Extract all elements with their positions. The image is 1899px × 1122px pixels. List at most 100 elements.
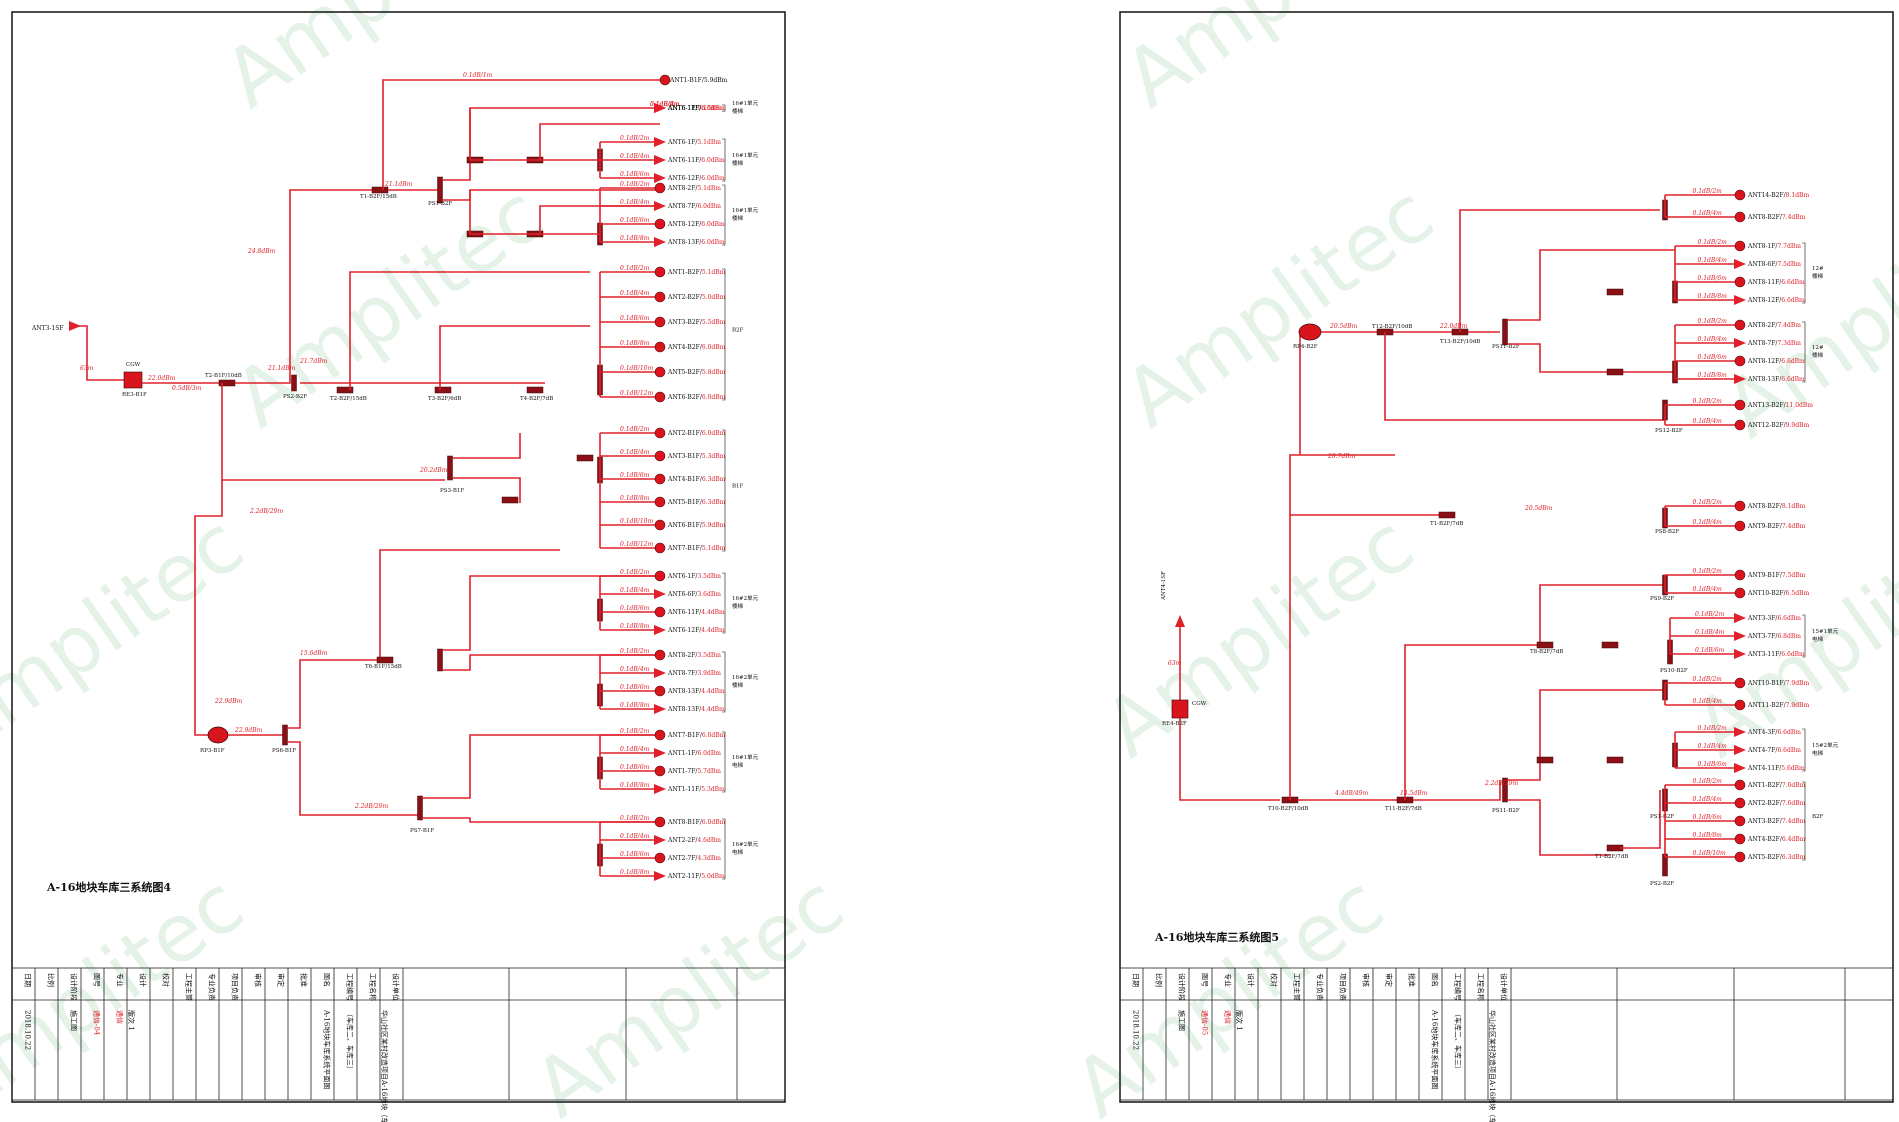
cable-loss-label: 0.1dB/8m	[620, 623, 650, 630]
power-label: 22.9dBm	[214, 698, 243, 705]
antenna-label: ANT1-B2F/7.0dBm	[1747, 782, 1806, 789]
antenna-power: 5.0dBm	[702, 294, 726, 301]
sheet-system-4: A-16地块车库三系统图4日期比例设计阶段图号专业设计校对工程主管专业负责项目负…	[11, 11, 786, 1122]
antenna-power: 7.4dBm	[1782, 523, 1806, 530]
titleblock-header: 图号	[1201, 973, 1209, 987]
titleblock-project-name: 华山社区某村改造项目A-16地块（车库二、车库三）	[380, 1010, 389, 1122]
cable-loss-label: 0.1dB/4m	[1698, 257, 1728, 264]
titleblock-header: 校对	[1270, 973, 1279, 987]
antenna-power: 6.6dBm	[1781, 279, 1805, 286]
cable-loss-label: 0.1dB/6m	[1695, 647, 1725, 654]
directional-antenna-icon	[654, 871, 666, 881]
cable-length-label: 63m	[1168, 660, 1182, 667]
antenna-id: ANT8-B1F/	[667, 819, 703, 826]
titleblock-frame	[11, 967, 786, 1101]
watermark-text: Amplitec	[1058, 857, 1400, 1122]
directional-antenna-icon	[1734, 295, 1746, 305]
coupler-icon	[501, 496, 519, 504]
omni-antenna-icon	[659, 74, 671, 86]
antenna-id: ANT4-11F/	[1747, 765, 1782, 772]
device-label: PS11-B2F	[1492, 808, 1520, 814]
directional-antenna-icon	[654, 589, 666, 599]
splitter-icon	[1502, 777, 1508, 803]
antenna-label: ANT10-B1F/7.9dBm	[1747, 680, 1809, 687]
antenna-id: ANT8-13F/	[1747, 376, 1782, 383]
directional-antenna-icon	[654, 201, 666, 211]
watermark-text: Amplitec	[208, 0, 550, 126]
antenna-power: 7.9dBm	[1786, 702, 1810, 709]
antenna-id: ANT1-7F/	[667, 768, 698, 775]
titleblock-header: 图名	[323, 973, 332, 987]
omni-antenna-icon	[1734, 815, 1746, 827]
omni-antenna-icon	[654, 496, 666, 508]
coupler-icon	[1606, 368, 1624, 376]
omni-antenna-icon	[654, 816, 666, 828]
titleblock-project-no: （车库二、车库三）	[346, 1010, 355, 1073]
antenna-power: 6.0dBm	[697, 203, 721, 210]
titleblock-header: 批准	[1408, 973, 1417, 987]
antenna-label: ANT5-B1F/6.3dBm	[667, 499, 726, 506]
cable-line	[75, 325, 127, 381]
titleblock-header: 工程主管	[1293, 973, 1302, 1001]
antenna-id: ANT6-6F/	[667, 591, 698, 598]
rru-icon	[207, 726, 229, 744]
cable-loss-label: 0.5dB/3m	[172, 385, 202, 392]
coupler-icon	[1536, 641, 1554, 649]
device-label: T12-B2F/10dB	[1372, 324, 1412, 330]
watermark-text: Amplitec	[1108, 167, 1450, 445]
splitter-icon	[437, 648, 443, 672]
omni-antenna-icon	[1734, 500, 1746, 512]
titleblock-frame	[1119, 967, 1894, 1101]
antenna-id: ANT1-11F/	[667, 786, 702, 793]
cable-line	[288, 741, 418, 816]
antenna-power: 6.3dBm	[702, 499, 726, 506]
antenna-power: 7.5dBm	[1782, 572, 1806, 579]
omni-antenna-icon	[654, 427, 666, 439]
splitter-icon	[282, 724, 288, 746]
antenna-id: ANT1-B2F/	[1747, 782, 1783, 789]
device-label: T3-B2F/6dB	[428, 396, 461, 402]
group-note: 楼梯	[732, 681, 744, 689]
directional-antenna-icon	[654, 155, 666, 165]
antenna-id: ANT8-7F/	[667, 203, 698, 210]
omni-antenna-icon	[1734, 211, 1746, 223]
group-note: 楼梯	[732, 159, 744, 167]
device-label: PS10-B2F	[1660, 668, 1688, 674]
titleblock-project-no: （车库二、车库三）	[1454, 1010, 1463, 1073]
cgw-label: CGW	[1192, 701, 1207, 707]
power-label: 20.7dBm	[1327, 453, 1356, 460]
antenna-label: ANT1-11F/5.3dBm	[667, 786, 725, 793]
antenna-label: ANT3-B2F/7.4dBm	[1747, 818, 1806, 825]
omni-antenna-icon	[654, 729, 666, 741]
antenna-label: ANT8-1F/7.7dBm	[1747, 243, 1801, 250]
antenna-power: 6.6dBm	[1781, 297, 1805, 304]
omni-antenna-icon	[654, 606, 666, 618]
group-note: 电梯	[1812, 749, 1824, 757]
antenna-power: 8.1dBm	[1782, 503, 1806, 510]
group-note: 15#1单元	[1812, 627, 1839, 635]
antenna-label: ANT4-B1F/6.3dBm	[667, 476, 726, 483]
antenna-id: ANT9-B1F/	[1747, 572, 1783, 579]
diagram-title: A-16地块车库三系统图5	[1154, 930, 1279, 944]
antenna-power: 6.0dBm	[701, 175, 725, 182]
antenna-id: ANT1-1F/	[667, 750, 698, 757]
rru-label: RP3-B1F	[200, 748, 225, 754]
antenna-label: ANT3-11F/6.6dBm	[1747, 651, 1805, 658]
coupler-icon	[1536, 756, 1554, 764]
group-note: 楼梯	[732, 602, 744, 610]
group-bracket	[722, 651, 726, 713]
omni-antenna-icon	[1734, 355, 1746, 367]
antenna-label: ANT5-B2F/5.8dBm	[667, 369, 726, 376]
antenna-power: 5.1dBm	[697, 185, 721, 192]
antenna-power: 6.6dBm	[1781, 358, 1805, 365]
coupler-icon	[1606, 756, 1624, 764]
coupler-icon	[1606, 288, 1624, 296]
omni-antenna-icon	[1734, 699, 1746, 711]
antenna-id: ANT6-B2F/	[667, 394, 703, 401]
cable-loss-label: 0.1dB/8m	[1693, 832, 1723, 839]
titleblock-header: 校对	[162, 973, 171, 987]
antenna-id: ANT8-B2F/	[1747, 214, 1783, 221]
omni-antenna-icon	[1734, 419, 1746, 431]
cable-loss-label: 0.1dB/4m	[1698, 336, 1728, 343]
cable-loss-label: 2.2dB/29m	[249, 508, 283, 515]
